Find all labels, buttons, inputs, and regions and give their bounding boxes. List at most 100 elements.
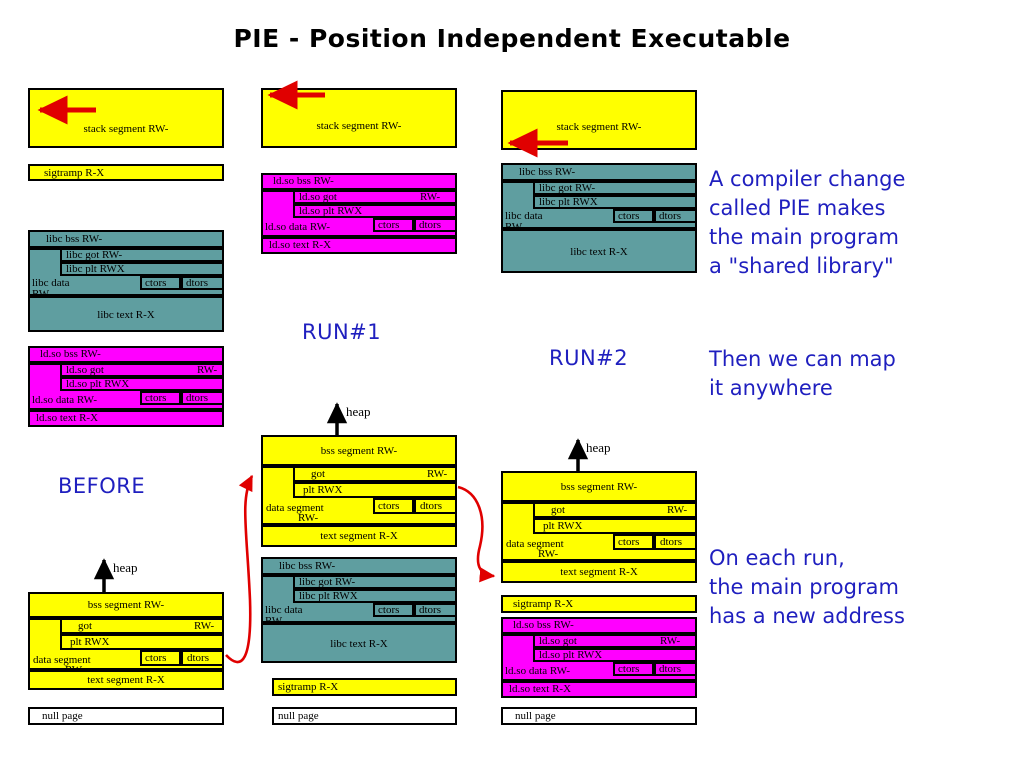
col1-ldso-text xyxy=(28,410,224,427)
col1-libc-data-perm: RW- xyxy=(32,288,53,300)
col2-bss-segment xyxy=(261,435,457,466)
col2-libc-data-perm: RW- xyxy=(265,615,286,627)
col1-ldso-bss-label: ld.so bss RW- xyxy=(40,348,101,360)
col3-plt xyxy=(533,518,697,534)
col3-ldso-bss xyxy=(501,617,697,634)
col1-libc-dtors-label: dtors xyxy=(186,277,208,289)
col1-libc-got-label: libc got RW- xyxy=(66,249,123,261)
col2-libc-text-label: libc text R-X xyxy=(330,638,388,650)
col3-ldso-got-label: ld.so got xyxy=(539,635,577,647)
col2-ldso-got xyxy=(293,190,457,204)
col3-libc-bss xyxy=(501,163,697,181)
caption-run1: RUN#1 xyxy=(302,320,382,344)
col3-stack-label: stack segment RW- xyxy=(556,121,642,133)
col1-sigtramp-label: sigtramp R-X xyxy=(44,167,105,179)
col2-data-label: data segment xyxy=(266,502,324,514)
col1-libc-got xyxy=(60,248,224,262)
col2-sigtramp-label: sigtramp R-X xyxy=(278,681,339,693)
col1-ldso-bss xyxy=(28,346,224,363)
col2-got-perm: RW- xyxy=(427,468,448,480)
col1-ctors-label: ctors xyxy=(145,652,167,664)
col2-stack-label: stack segment RW- xyxy=(316,120,402,132)
col1-dtors xyxy=(181,650,224,666)
col1-ldso-got-perm: RW- xyxy=(197,364,218,376)
col3-libc-text-label: libc text R-X xyxy=(570,246,628,258)
col3-dtors xyxy=(654,534,697,550)
col2-ldso-plt-label: ld.so plt RWX xyxy=(299,205,363,217)
col2-libc-plt xyxy=(293,589,457,603)
col2-got-label: got xyxy=(311,468,326,480)
col3-got xyxy=(533,502,697,518)
col3-data-perm: RW- xyxy=(538,548,559,560)
col2-libc-dtors-label: dtors xyxy=(419,604,441,616)
note-compiler-change: A compiler change called PIE makes the m… xyxy=(709,167,906,278)
col1-libc-data-label: libc data xyxy=(32,277,70,289)
col2-ldso-data-label: ld.so data RW- xyxy=(265,221,331,233)
col2-ldso-dtors xyxy=(414,218,457,232)
col2-plt-label: plt RWX xyxy=(303,484,343,496)
col2-data-perm: RW- xyxy=(298,512,319,524)
col1-stack-segment xyxy=(28,88,224,148)
col1-bss-segment xyxy=(28,592,224,618)
col1-ldso-dtors xyxy=(181,391,224,405)
col2-dtors-label: dtors xyxy=(420,500,442,512)
col1-dtors-label: dtors xyxy=(187,652,209,664)
col2-ldso-got-perm: RW- xyxy=(420,191,441,203)
col2-stack-segment xyxy=(261,88,457,148)
col1-bss-label: bss segment RW- xyxy=(87,599,165,611)
col3-libc-data-perm: RW- xyxy=(505,221,526,233)
col3-heap-label: heap xyxy=(586,440,611,455)
col3-null-page-label: null page xyxy=(515,710,556,722)
col3-libc-dtors xyxy=(654,209,697,223)
note-map-anywhere: Then we can map it anywhere xyxy=(709,347,896,400)
col2-ldso-dtors-label: dtors xyxy=(419,219,441,231)
col3-plt-label: plt RWX xyxy=(543,520,583,532)
col1-data-label: data segment xyxy=(33,654,91,666)
col3-text-label: text segment R-X xyxy=(560,566,638,578)
col1-plt-label: plt RWX xyxy=(70,636,110,648)
col1-libc-ctors xyxy=(140,276,181,290)
col3-sigtramp-label: sigtramp R-X xyxy=(513,598,574,610)
col3-libc-text xyxy=(501,229,697,273)
col2-libc-plt-label: libc plt RWX xyxy=(299,590,358,602)
col2-ldso-ctors xyxy=(373,218,414,232)
col3-ctors xyxy=(613,534,654,550)
relocation-arrow-run1-to-run2 xyxy=(457,485,496,583)
col3-ldso-dtors-label: dtors xyxy=(659,663,681,675)
col3-ldso-text xyxy=(501,681,697,698)
col2-libc-got xyxy=(293,575,457,589)
col1-ctors xyxy=(140,650,181,666)
col1-null-page-label: null page xyxy=(42,710,83,722)
col3-ldso-got-perm: RW- xyxy=(660,635,681,647)
page-title: PIE - Position Independent Executable xyxy=(233,24,791,53)
col2-libc-ctors xyxy=(373,603,414,617)
col1-libc-dtors xyxy=(181,276,224,290)
col1-got-label: got xyxy=(78,620,93,632)
col3-ldso-ctors-label: ctors xyxy=(618,663,640,675)
col2-ldso-ctors-label: ctors xyxy=(378,219,400,231)
col1-ldso-text-label: ld.so text R-X xyxy=(36,412,99,424)
col1-ldso-got xyxy=(60,363,224,377)
col3-null-page xyxy=(501,707,697,725)
col1-stack-label: stack segment RW- xyxy=(83,123,169,135)
col1-libc-bss-label: libc bss RW- xyxy=(46,233,103,245)
col2-ldso-bss-label: ld.so bss RW- xyxy=(273,175,334,187)
col2-ctors-label: ctors xyxy=(378,500,400,512)
col1-ldso-dtors-label: dtors xyxy=(186,392,208,404)
col3-ldso-plt xyxy=(533,648,697,662)
col2-plt xyxy=(293,482,457,498)
col1-libc-ctors-label: ctors xyxy=(145,277,167,289)
col3-ldso-got xyxy=(533,634,697,648)
col1-libc-plt xyxy=(60,262,224,276)
col3-libc-ctors xyxy=(613,209,654,223)
col2-null-page xyxy=(272,707,457,725)
col2-bss-label: bss segment RW- xyxy=(320,445,398,457)
col3-got-label: got xyxy=(551,504,566,516)
col2-libc-text xyxy=(261,623,457,663)
col3-ldso-plt-label: ld.so plt RWX xyxy=(539,649,603,661)
col2-got xyxy=(293,466,457,482)
col3-libc-got-label: libc got RW- xyxy=(539,182,596,194)
col3-libc-got xyxy=(533,181,697,195)
col1-libc-text-label: libc text R-X xyxy=(97,309,155,321)
